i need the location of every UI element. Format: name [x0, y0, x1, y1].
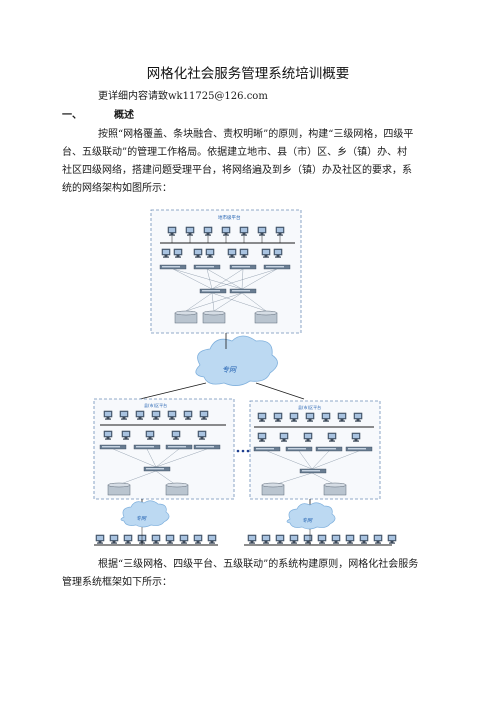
left-bottom-terminals — [95, 534, 217, 545]
right-platform-label: 县(市)区平台 — [298, 404, 321, 410]
contact-line: 更详细内容请致wk11725@126.com — [98, 91, 268, 102]
paragraph-line: 社区四级网络，搭建问题受理平台，将网络遍及到乡（镇）办及社区的要求，系 — [62, 165, 412, 176]
main-cloud-label: 专网 — [222, 366, 237, 374]
right-core-switch — [299, 468, 327, 474]
paragraph-line: 统的网络架构如图所示： — [62, 183, 172, 194]
left-switch-row — [99, 444, 221, 450]
main-cloud-icon — [195, 335, 278, 386]
section-heading: 一、 概述 — [62, 109, 134, 123]
left-cloud-icon — [120, 500, 170, 528]
paragraph-line: 按照“网格覆盖、条块融合、责权明晰”的原则，构建“三级网格，四级平 — [98, 129, 414, 140]
section-number: 一、 — [62, 110, 82, 121]
left-cloud-label: 专网 — [136, 515, 147, 522]
left-core-switch — [143, 466, 171, 472]
paragraph-line: 台、五级联动”的管理工作格局。依据建立地市、县（市）区、乡（镇）办、村 — [62, 147, 408, 158]
left-platform-label: 县(市)区平台 — [144, 402, 167, 408]
network-architecture-diagram: 地市级平台 — [93, 209, 397, 546]
right-cloud-label: 专网 — [302, 517, 313, 524]
top-platform-label: 地市级平台 — [218, 214, 241, 221]
paragraph-line: 根据“三级网格、四级平台、五级联动”的系统构建原则，网格化社会服务 — [98, 559, 419, 570]
section-label: 概述 — [114, 110, 134, 121]
paragraph-line: 管理系统框架如下所示： — [62, 577, 172, 588]
document-title: 网格化社会服务管理系统培训概要 — [146, 66, 350, 82]
right-bottom-terminals — [247, 534, 397, 545]
right-cloud-icon — [286, 502, 336, 530]
